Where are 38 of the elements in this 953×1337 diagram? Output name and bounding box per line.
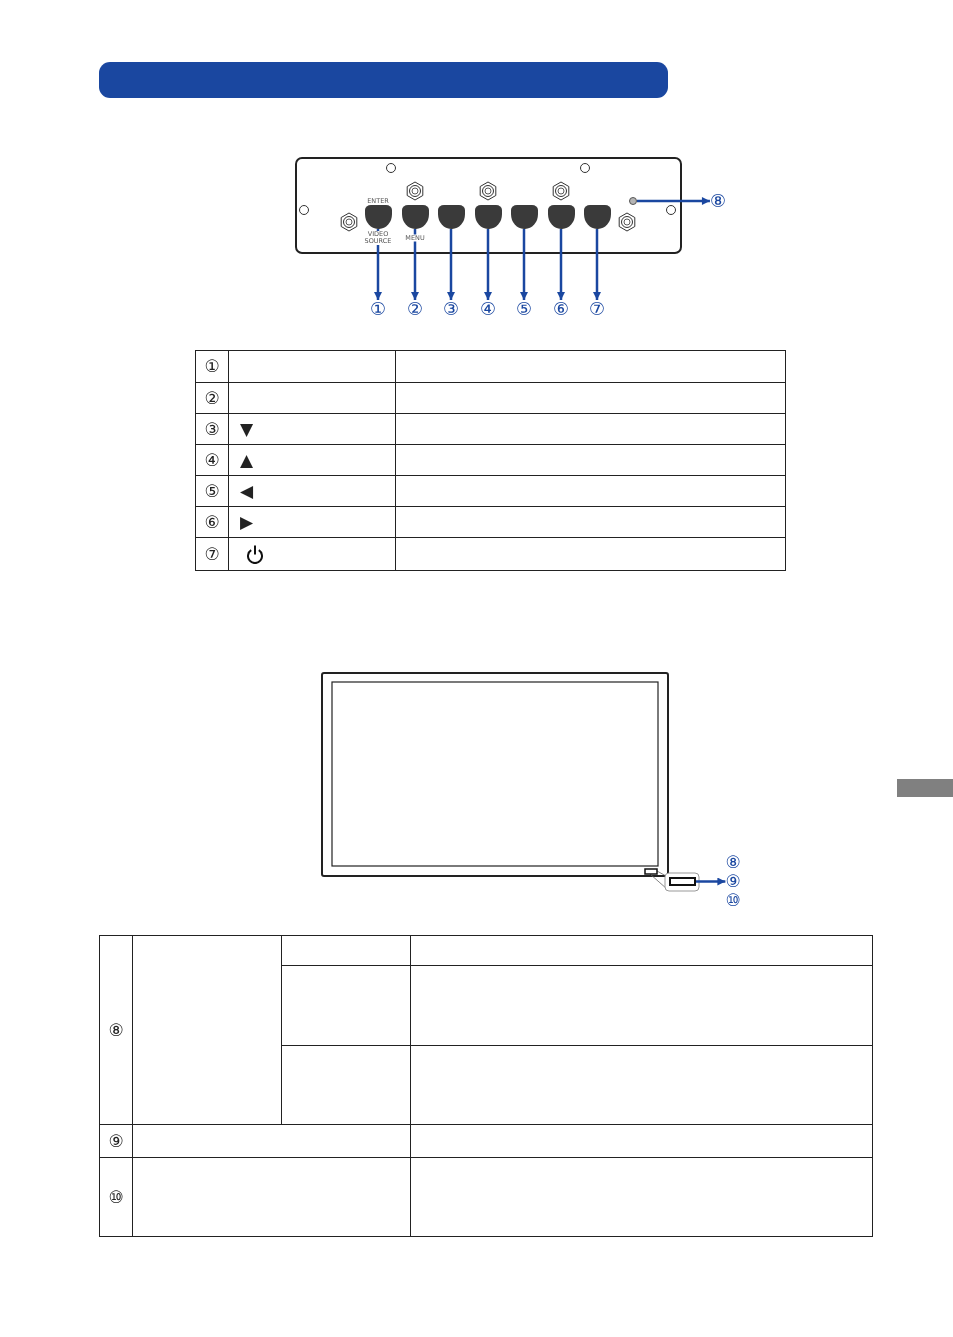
callout-number: ② bbox=[406, 300, 424, 318]
arrow bbox=[637, 197, 710, 205]
arrow bbox=[593, 229, 601, 300]
led-icon bbox=[629, 197, 637, 205]
sensor-window bbox=[669, 877, 696, 886]
table-cell: ⑨ bbox=[99, 1124, 133, 1158]
title-bar bbox=[99, 62, 668, 98]
table-cell: ④ bbox=[195, 444, 229, 476]
arrow bbox=[411, 229, 419, 300]
callout-number: ⑩ bbox=[725, 891, 741, 909]
table-cell: ⑧ bbox=[99, 935, 133, 1125]
arrow bbox=[696, 877, 726, 886]
table-cell: ◀ bbox=[228, 475, 396, 507]
table-cell: ① bbox=[195, 350, 229, 383]
arrow bbox=[557, 229, 565, 300]
arrow bbox=[447, 229, 455, 300]
callout-number: ① bbox=[369, 300, 387, 318]
table-cell: ⑥ bbox=[195, 506, 229, 538]
callout-number: ⑥ bbox=[552, 300, 570, 318]
callout-number: ⑨ bbox=[725, 872, 741, 890]
table-cell: ▼ bbox=[228, 413, 396, 445]
arrow bbox=[484, 229, 492, 300]
callout-number: ④ bbox=[479, 300, 497, 318]
page-tab bbox=[897, 779, 953, 797]
callout-number: ③ bbox=[442, 300, 460, 318]
callout-number: ⑧ bbox=[725, 853, 741, 871]
table-cell: ▲ bbox=[228, 444, 396, 476]
callout-number: ⑧ bbox=[709, 192, 727, 210]
table-cell: ② bbox=[195, 382, 229, 414]
callout-number: ⑦ bbox=[588, 300, 606, 318]
table-cell: ▶ bbox=[228, 506, 396, 538]
table-cell: ⑦ bbox=[195, 537, 229, 571]
callout-number: ⑤ bbox=[515, 300, 533, 318]
arrow bbox=[520, 229, 528, 300]
table-cell: ⑩ bbox=[99, 1157, 133, 1237]
table-cell: ⑤ bbox=[195, 475, 229, 507]
table-cell: ③ bbox=[195, 413, 229, 445]
arrow bbox=[374, 229, 382, 300]
